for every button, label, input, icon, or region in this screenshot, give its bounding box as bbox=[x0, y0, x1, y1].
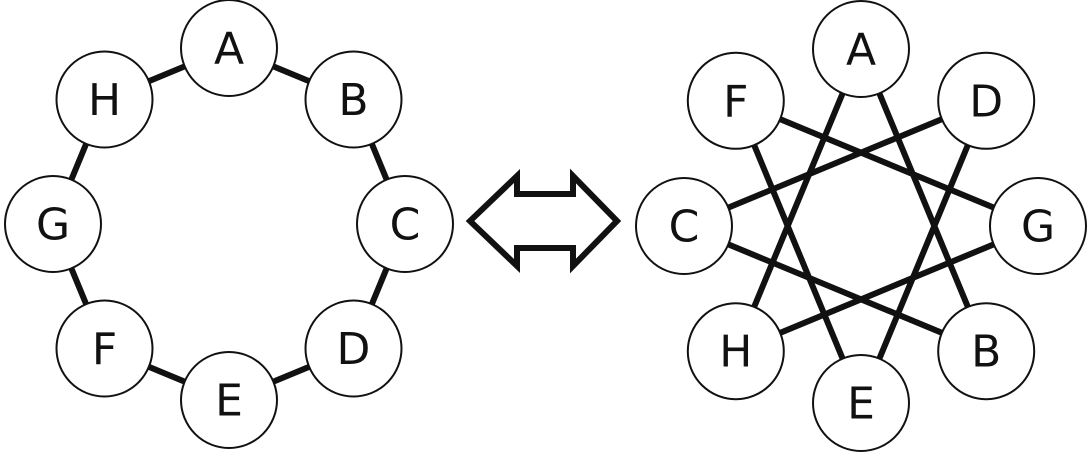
right-node-c: C bbox=[635, 177, 733, 275]
right-node-e: E bbox=[812, 354, 910, 452]
double-arrow-icon bbox=[465, 168, 622, 274]
left-node-f: F bbox=[55, 299, 154, 398]
left-node-label-e: E bbox=[215, 376, 243, 427]
right-node-label-a: A bbox=[846, 25, 876, 76]
left-node-g: G bbox=[4, 175, 102, 273]
left-node-circle-d bbox=[304, 299, 403, 398]
right-node-circle-f bbox=[686, 51, 785, 150]
left-node-e: E bbox=[180, 351, 278, 449]
right-node-circle-c bbox=[635, 177, 733, 275]
left-node-circle-c bbox=[356, 175, 454, 273]
left-node-c: C bbox=[356, 175, 454, 273]
right-edge-e-f bbox=[732, 97, 864, 406]
left-node-label-c: C bbox=[390, 200, 421, 251]
right-edge-g-h bbox=[732, 223, 1041, 355]
right-node-a: A bbox=[812, 0, 910, 98]
right-node-circle-g bbox=[989, 177, 1087, 275]
right-node-label-e: E bbox=[847, 379, 875, 430]
right-edge-c-d bbox=[681, 97, 990, 229]
right-node-label-h: H bbox=[719, 327, 752, 378]
right-node-circle-e bbox=[812, 354, 910, 452]
left-node-circle-g bbox=[4, 175, 102, 273]
right-node-g: G bbox=[989, 177, 1087, 275]
right-node-label-d: D bbox=[969, 76, 1003, 127]
right-node-label-c: C bbox=[669, 202, 700, 253]
right-node-d: D bbox=[937, 51, 1036, 150]
right-edge-d-e bbox=[858, 97, 990, 406]
right-node-label-g: G bbox=[1021, 202, 1055, 253]
right-graph-edges bbox=[681, 46, 1041, 406]
right-node-label-f: F bbox=[723, 76, 748, 127]
left-node-circle-h bbox=[55, 50, 154, 149]
left-node-circle-a bbox=[180, 0, 278, 97]
right-edge-a-b bbox=[858, 46, 990, 355]
left-node-label-g: G bbox=[36, 200, 70, 251]
left-node-d: D bbox=[304, 299, 403, 398]
right-node-f: F bbox=[686, 51, 785, 150]
left-node-circle-e bbox=[180, 351, 278, 449]
right-edge-h-a bbox=[732, 46, 864, 355]
right-node-circle-d bbox=[937, 51, 1036, 150]
right-graph-nodes: A D G B E H C F bbox=[635, 0, 1087, 452]
right-edge-f-g bbox=[732, 97, 1041, 229]
left-node-label-h: H bbox=[88, 75, 121, 126]
right-node-h: H bbox=[686, 302, 785, 401]
right-node-b: B bbox=[937, 302, 1036, 401]
left-graph: A B C D E F G H bbox=[4, 0, 454, 449]
left-node-b: B bbox=[304, 50, 403, 149]
left-node-label-d: D bbox=[337, 324, 371, 375]
left-node-a: A bbox=[180, 0, 278, 97]
left-graph-nodes: A B C D E F G H bbox=[4, 0, 454, 449]
left-node-circle-f bbox=[55, 299, 154, 398]
left-node-label-b: B bbox=[338, 75, 368, 126]
double-arrow-shape bbox=[465, 168, 622, 274]
left-node-label-f: F bbox=[92, 324, 117, 375]
right-graph: A D G B E H C F bbox=[635, 0, 1087, 452]
left-node-h: H bbox=[55, 50, 154, 149]
right-node-circle-b bbox=[937, 302, 1036, 401]
left-node-circle-b bbox=[304, 50, 403, 149]
right-node-circle-h bbox=[686, 302, 785, 401]
right-node-circle-a bbox=[812, 0, 910, 98]
right-edge-b-c bbox=[681, 223, 990, 355]
left-node-label-a: A bbox=[214, 24, 244, 75]
right-node-label-b: B bbox=[971, 327, 1001, 378]
